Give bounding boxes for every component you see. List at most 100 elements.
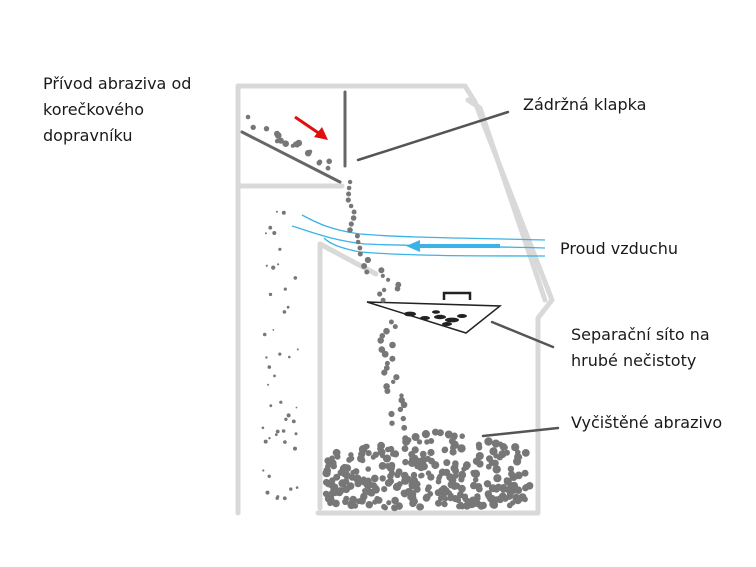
dust-particle [272, 231, 277, 235]
clean-abrasive-particle [452, 463, 459, 469]
falling-particle [346, 191, 352, 197]
falling-particle [383, 383, 390, 390]
clean-abrasive-particle [484, 490, 492, 498]
label-inlet-line-2: korečkového [43, 100, 145, 119]
coarse-debris [404, 311, 416, 317]
clean-abrasive-particle [458, 476, 465, 483]
clean-abrasive-particle [450, 474, 457, 481]
inlet-particle [250, 124, 256, 131]
clean-abrasive-particle [340, 463, 349, 472]
falling-particle [378, 267, 385, 274]
inlet-particle [326, 158, 333, 165]
inlet-chute-slope [240, 130, 342, 184]
clean-abrasive-particle [461, 466, 467, 472]
clean-abrasive-particle [421, 430, 430, 439]
clean-abrasive-particle [372, 451, 379, 458]
clean-abrasive-particle [499, 485, 508, 493]
clean-abrasive-particle [508, 470, 515, 478]
clean-abrasive-particle [350, 496, 357, 504]
clean-abrasive-particle [401, 445, 409, 452]
falling-particle [381, 369, 388, 376]
clean-abrasive-particle [491, 459, 499, 467]
falling-particle [386, 277, 391, 282]
clean-abrasive-particle [387, 472, 394, 480]
dust-particle [261, 426, 265, 430]
dust-particle [288, 355, 291, 359]
clean-abrasive-particle [490, 500, 499, 509]
falling-particle [389, 420, 395, 426]
clean-abrasive-particle [474, 495, 481, 502]
label-sieve-line-2: hrubé nečistoty [571, 351, 697, 370]
clean-abrasive-particle [419, 450, 427, 458]
falling-particle [400, 415, 406, 422]
red-arrow-icon [294, 115, 328, 140]
clean-abrasive-particle [327, 500, 334, 507]
dust-particle [289, 487, 293, 491]
dust-particle [263, 439, 268, 444]
label-inlet-line-1: Přívod abraziva od [43, 74, 192, 93]
dust-particle [267, 365, 272, 369]
clean-abrasive-particle [387, 445, 395, 453]
clean-abrasive-particle [411, 460, 418, 467]
handle-icon [442, 291, 472, 300]
inlet-particle [263, 126, 270, 132]
clean-abrasive-particle [332, 448, 341, 457]
clean-abrasive-particle [322, 490, 330, 497]
falling-particle [354, 233, 360, 239]
clean-abrasive-particle [521, 469, 529, 477]
clean-abrasive-particle [379, 475, 386, 482]
clean-abrasive-particle [521, 449, 530, 457]
label-flap: Zádržná klapka [523, 95, 647, 114]
coarse-debris [434, 314, 446, 320]
falling-particle [388, 319, 394, 325]
dust-particle [291, 419, 296, 424]
clean-abrasive-particle [472, 477, 479, 483]
clean-abrasive-particle [384, 479, 393, 487]
clean-abrasive-particle [428, 438, 435, 444]
clean-abrasive-particle [475, 441, 482, 448]
clean-abrasive-particle [503, 477, 510, 483]
clean-abrasive-particle [423, 493, 431, 501]
clean-abrasive-particle [408, 481, 416, 489]
clean-abrasive-particle [336, 487, 345, 495]
clean-abrasive-particle [391, 496, 399, 505]
clean-abrasive-particle [322, 469, 331, 478]
falling-particle [389, 341, 396, 349]
clean-abrasive-particle [492, 465, 501, 474]
coarse-debris [442, 322, 452, 326]
airflow-line-3 [323, 237, 546, 257]
clean-abrasive-particle [502, 495, 509, 502]
dust-particle [267, 474, 271, 478]
clean-abrasive-particle [450, 482, 459, 490]
clean-abrasive-particle [442, 495, 449, 502]
separation-sieve [366, 291, 503, 334]
clean-abrasive-particle [342, 498, 349, 505]
falling-particle [357, 251, 363, 257]
dust-particle [293, 276, 298, 280]
dust-particle [276, 495, 280, 499]
dust-particle [271, 265, 276, 270]
dust-particle [273, 374, 276, 378]
clean-abrasive-particle [348, 452, 354, 458]
falling-particle [381, 287, 387, 293]
clean-abrasive-particle [435, 499, 442, 507]
clean-abrasive-particle [459, 433, 466, 440]
dust-particle [278, 352, 282, 356]
inlet-particle [293, 141, 301, 148]
label-airflow: Proud vzduchu [560, 239, 679, 258]
clean-abrasive-particle [394, 471, 401, 479]
falling-particle [348, 221, 354, 227]
clean-abrasive-particle [391, 450, 400, 458]
dust-particle [262, 332, 267, 337]
falling-particle [401, 424, 408, 431]
clean-abrasive-particle [342, 478, 350, 485]
falling-particle [393, 374, 400, 381]
falling-particle [391, 379, 396, 384]
dust-particle [294, 432, 298, 436]
clean-abrasive-particle [511, 443, 520, 452]
clean-abrasive-particle [325, 463, 331, 469]
falling-particle [383, 327, 390, 335]
clean-abrasive-particle [377, 441, 385, 450]
dust-particle [283, 287, 287, 291]
clean-abrasive-particle [402, 458, 409, 466]
